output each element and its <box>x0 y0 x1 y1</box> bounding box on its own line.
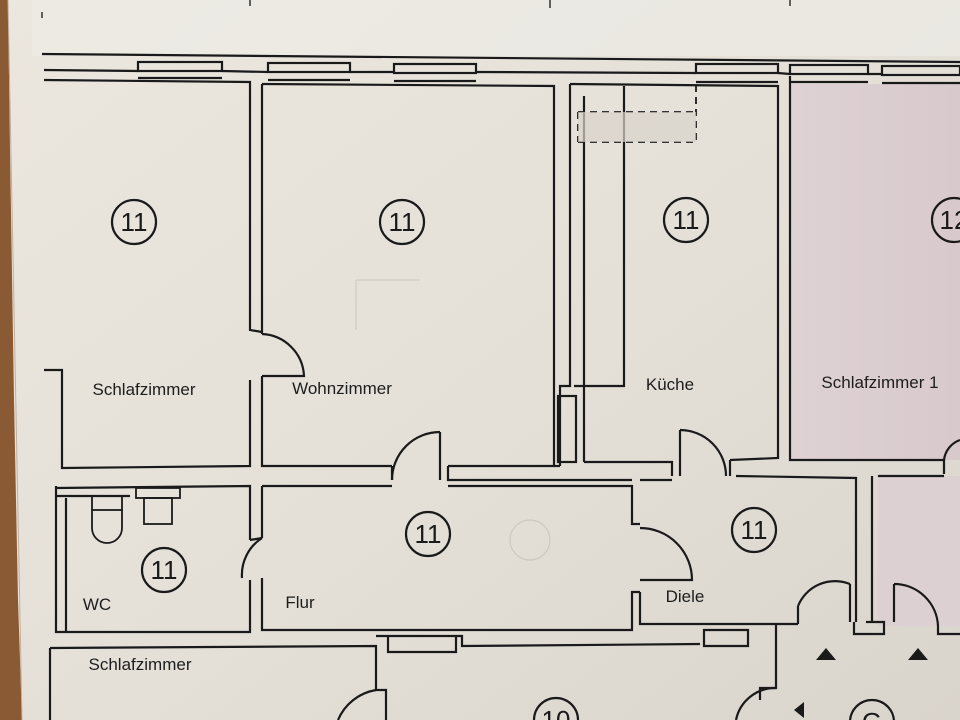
sink <box>143 497 173 525</box>
room-number-bottom-room: 10 <box>542 705 571 720</box>
room-number-stair: G <box>862 707 882 720</box>
room-number-schlafzimmer-1: 12 <box>940 205 960 235</box>
bleed-through-marks <box>355 279 551 561</box>
room-number-circle-flur <box>404 510 452 558</box>
stair-arrow-down-icon <box>794 702 804 718</box>
room-number-flur: 11 <box>415 519 442 549</box>
room-label-diele: Diele <box>666 587 705 606</box>
room-number-diele: 11 <box>741 515 768 545</box>
room-label-flur: Flur <box>285 593 315 612</box>
room-number-wohnzimmer: 11 <box>389 207 416 237</box>
pink-room-fill-lower <box>878 476 960 626</box>
room-number-circle-schlafzimmer-1 <box>930 196 960 244</box>
room-number-circle-schlafzimmer-left <box>110 198 158 246</box>
room-number-circle-wc <box>140 546 188 594</box>
room-number-circle-stair <box>848 698 896 720</box>
stair-arrow-right-icon <box>908 648 928 660</box>
room-number-circle-wohnzimmer <box>378 198 426 246</box>
room-number-kueche: 11 <box>673 205 700 235</box>
room-number-circle-kueche <box>662 196 710 244</box>
toilet-tank <box>91 495 123 511</box>
room-label-kueche: Küche <box>646 375 694 394</box>
room-labels: 11Schlafzimmer11Wohnzimmer11Küche12Schla… <box>83 196 960 720</box>
room-label-wc: WC <box>83 595 111 614</box>
pink-room-fill <box>790 84 960 460</box>
room-label-schlafzimmer-left: Schlafzimmer <box>93 380 196 399</box>
room-number-wc: 11 <box>151 555 178 585</box>
kitchen-hatch-fill <box>578 112 696 142</box>
room-number-circle-bottom-room <box>532 696 580 720</box>
room-label-schlafzimmer-1: Schlafzimmer 1 <box>821 373 938 392</box>
paper-sheet <box>7 0 960 720</box>
room-label-schlafzimmer-bottom: Schlafzimmer <box>89 655 192 674</box>
room-label-wohnzimmer: Wohnzimmer <box>292 379 392 398</box>
walls <box>41 52 960 720</box>
room-number-circle-diele <box>730 506 778 554</box>
bathroom-fixtures <box>91 487 181 544</box>
toilet-bowl <box>91 510 123 544</box>
stair-arrow-left-icon <box>816 648 836 660</box>
stair-arrows <box>794 648 928 718</box>
room-number-schlafzimmer-left: 11 <box>121 207 148 237</box>
